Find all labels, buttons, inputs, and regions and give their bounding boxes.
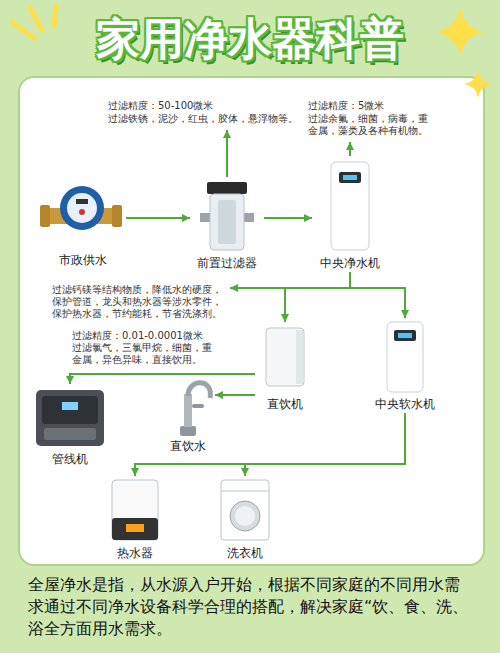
- device-label: 前置过滤器: [195, 256, 259, 270]
- pipeline-machine-icon: [36, 390, 104, 446]
- central-softener-icon: [387, 322, 423, 392]
- water-heater-icon: [112, 480, 158, 540]
- washing-machine-icon: [230, 501, 260, 531]
- sparkle-decoration: [436, 8, 484, 56]
- water-meter-icon: [40, 205, 50, 227]
- annotation-text: 过滤钙镁等结构物质，降低水的硬度，保护管道，龙头和热水器等涉水零件，保护热水器，…: [52, 284, 226, 320]
- direct-drinking-machine-icon: [296, 330, 303, 384]
- pipe-connector: [135, 413, 405, 476]
- water-meter-icon: [40, 186, 122, 230]
- device-node: 洗衣机: [215, 476, 275, 562]
- caption: 全屋净水是指，从水源入户开始，根据不同家庭的不同用水需求通过不同净水设备科学合理…: [28, 574, 474, 640]
- device-label: 洗衣机: [225, 546, 265, 560]
- pipe-connector: [215, 394, 255, 396]
- faucet-icon: [180, 383, 210, 436]
- faucet-icon: [180, 426, 196, 436]
- faucet-icon: [188, 383, 210, 398]
- pre-filter-icon: [200, 182, 254, 250]
- pipeline-machine-icon: [42, 396, 98, 424]
- direct-drinking-machine-icon: [266, 328, 304, 386]
- device-node: 中央软水机: [367, 318, 443, 413]
- device-node: 直饮水: [160, 378, 215, 455]
- pipeline-machine-icon: [62, 402, 78, 410]
- water-meter-icon: [76, 199, 88, 204]
- pre-filter-icon: [207, 182, 247, 194]
- title: 家用净水器科普: [0, 12, 500, 66]
- central-softener-icon: [398, 333, 412, 338]
- washing-machine-icon: [221, 480, 269, 540]
- device-node: 管线机: [30, 384, 110, 468]
- sparkle-decoration: [12, 22, 34, 38]
- central-softener-icon: [394, 330, 416, 341]
- leader-arrow: [349, 142, 351, 156]
- water-heater-icon: [112, 480, 158, 540]
- central-softener-icon: [387, 322, 423, 392]
- direct-drinking-machine-icon: [266, 328, 304, 386]
- leader-arrow: [226, 130, 228, 177]
- device-node: 前置过滤器: [190, 178, 264, 272]
- pre-filter-icon: [218, 200, 236, 244]
- annotation-text: 过滤精度：5微米: [308, 100, 438, 112]
- faucet-icon: [192, 404, 204, 408]
- device-node: 中央净水机: [312, 157, 388, 272]
- annotation-text: 过滤精度：50-100微米: [108, 100, 308, 112]
- water-heater-icon: [112, 518, 158, 540]
- faucet-icon: [184, 394, 192, 427]
- pipe-connector: [350, 272, 405, 318]
- central-purifier-icon: [343, 175, 357, 180]
- pipeline-machine-icon: [36, 390, 104, 446]
- device-label: 管线机: [50, 452, 90, 466]
- washing-machine-icon: [235, 506, 255, 526]
- washing-machine-icon: [221, 491, 269, 492]
- sparkle-decoration: [464, 70, 492, 98]
- leader-arrow: [230, 287, 285, 289]
- annotation-text: 过滤精度：0.01-0.0001微米: [72, 330, 222, 342]
- device-label: 中央净水机: [318, 256, 382, 270]
- annotation-text: 过滤余氟，细菌，病毒，重金属，藻类及各种有机物。: [308, 113, 432, 137]
- pipe-connector: [264, 217, 312, 219]
- water-meter-icon: [112, 205, 122, 227]
- device-label: 直饮水: [168, 439, 208, 453]
- pipeline-machine-icon: [44, 428, 96, 440]
- central-purifier-icon: [331, 162, 369, 250]
- device-node: 热水器: [105, 476, 165, 562]
- device-node: 直饮机: [255, 322, 315, 413]
- pipe-connector: [245, 413, 405, 476]
- water-meter-icon: [79, 209, 85, 215]
- device-label: 市政供水: [57, 253, 109, 267]
- water-meter-icon: [67, 193, 97, 223]
- sparkle-decoration: [30, 8, 42, 30]
- pre-filter-icon: [210, 194, 244, 250]
- water-meter-icon: [60, 186, 104, 230]
- central-purifier-icon: [331, 162, 369, 250]
- central-purifier-icon: [339, 172, 361, 183]
- device-label: 中央软水机: [373, 397, 437, 411]
- pipe-connector: [126, 217, 190, 219]
- device-label: 热水器: [115, 546, 155, 560]
- device-label: 直饮机: [265, 397, 305, 411]
- washing-machine-icon: [221, 480, 269, 540]
- water-heater-icon: [126, 524, 144, 532]
- pipe-connector: [70, 374, 255, 384]
- annotation-text: 过滤氯气，三氯甲烷，细菌，重金属，异色异味，直接饮用。: [72, 342, 214, 366]
- annotation-text: 过滤铁锈，泥沙，红虫，胶体，悬浮物等。: [108, 113, 308, 125]
- device-node: 市政供水: [40, 183, 126, 269]
- pipe-connector: [285, 272, 350, 322]
- sparkle-decoration: [54, 6, 56, 26]
